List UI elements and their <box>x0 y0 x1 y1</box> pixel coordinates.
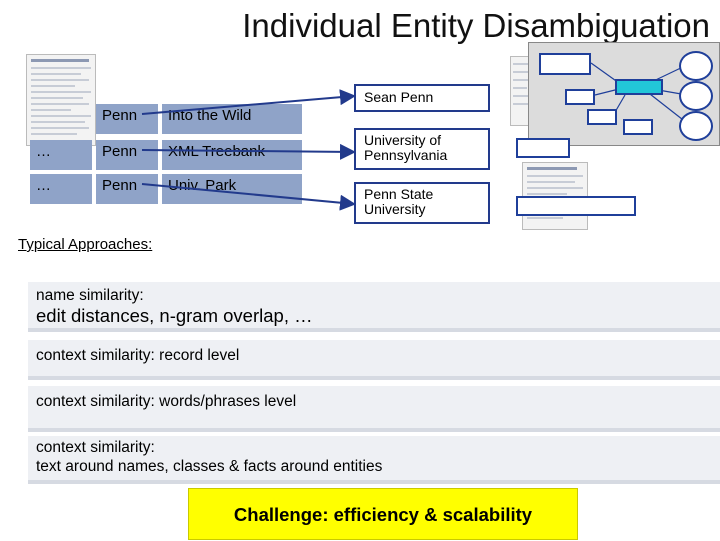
mention-name: Penn <box>96 174 158 204</box>
approach-line: context similarity: words/phrases level <box>36 393 297 410</box>
approach-band: context similarity: record level <box>28 340 720 380</box>
approach-line: context similarity: <box>36 439 155 456</box>
entity-box: Penn State University <box>354 182 490 224</box>
graph-node-circle <box>679 51 713 81</box>
approach-line: text around names, classes & facts aroun… <box>36 458 383 475</box>
graph-node-circle <box>679 111 713 141</box>
graph-node-box <box>623 119 653 135</box>
approaches-heading: Typical Approaches: <box>18 236 153 253</box>
graph-node-box <box>587 109 617 125</box>
mention-context: Into the Wild <box>162 104 302 134</box>
approach-band: name similarity: edit distances, n-gram … <box>28 282 720 332</box>
webpage-thumbnail <box>26 54 96 146</box>
graph-node-box <box>565 89 595 105</box>
graph-node-box-highlight <box>615 79 663 95</box>
mention-name: Penn <box>96 104 158 134</box>
graph-node-circle <box>679 81 713 111</box>
approach-line: edit distances, n-gram overlap, … <box>36 305 313 326</box>
knowledge-graph-diagram <box>528 42 720 146</box>
mention-prefix: … <box>30 140 92 170</box>
entity-node-box <box>516 196 636 216</box>
entity-box: University of Pennsylvania <box>354 128 490 170</box>
challenge-box: Challenge: efficiency & scalability <box>188 488 578 540</box>
mention-prefix: … <box>30 174 92 204</box>
entity-node-box <box>516 138 570 158</box>
approach-band: context similarity: words/phrases level <box>28 386 720 432</box>
mention-name: Penn <box>96 140 158 170</box>
entity-box: Sean Penn <box>354 84 490 112</box>
approach-band: context similarity: text around names, c… <box>28 436 720 484</box>
graph-node-box <box>539 53 591 75</box>
slide-title: Individual Entity Disambiguation <box>242 7 710 44</box>
approach-line: name similarity: <box>36 287 144 304</box>
approach-line: context similarity: record level <box>36 347 240 364</box>
